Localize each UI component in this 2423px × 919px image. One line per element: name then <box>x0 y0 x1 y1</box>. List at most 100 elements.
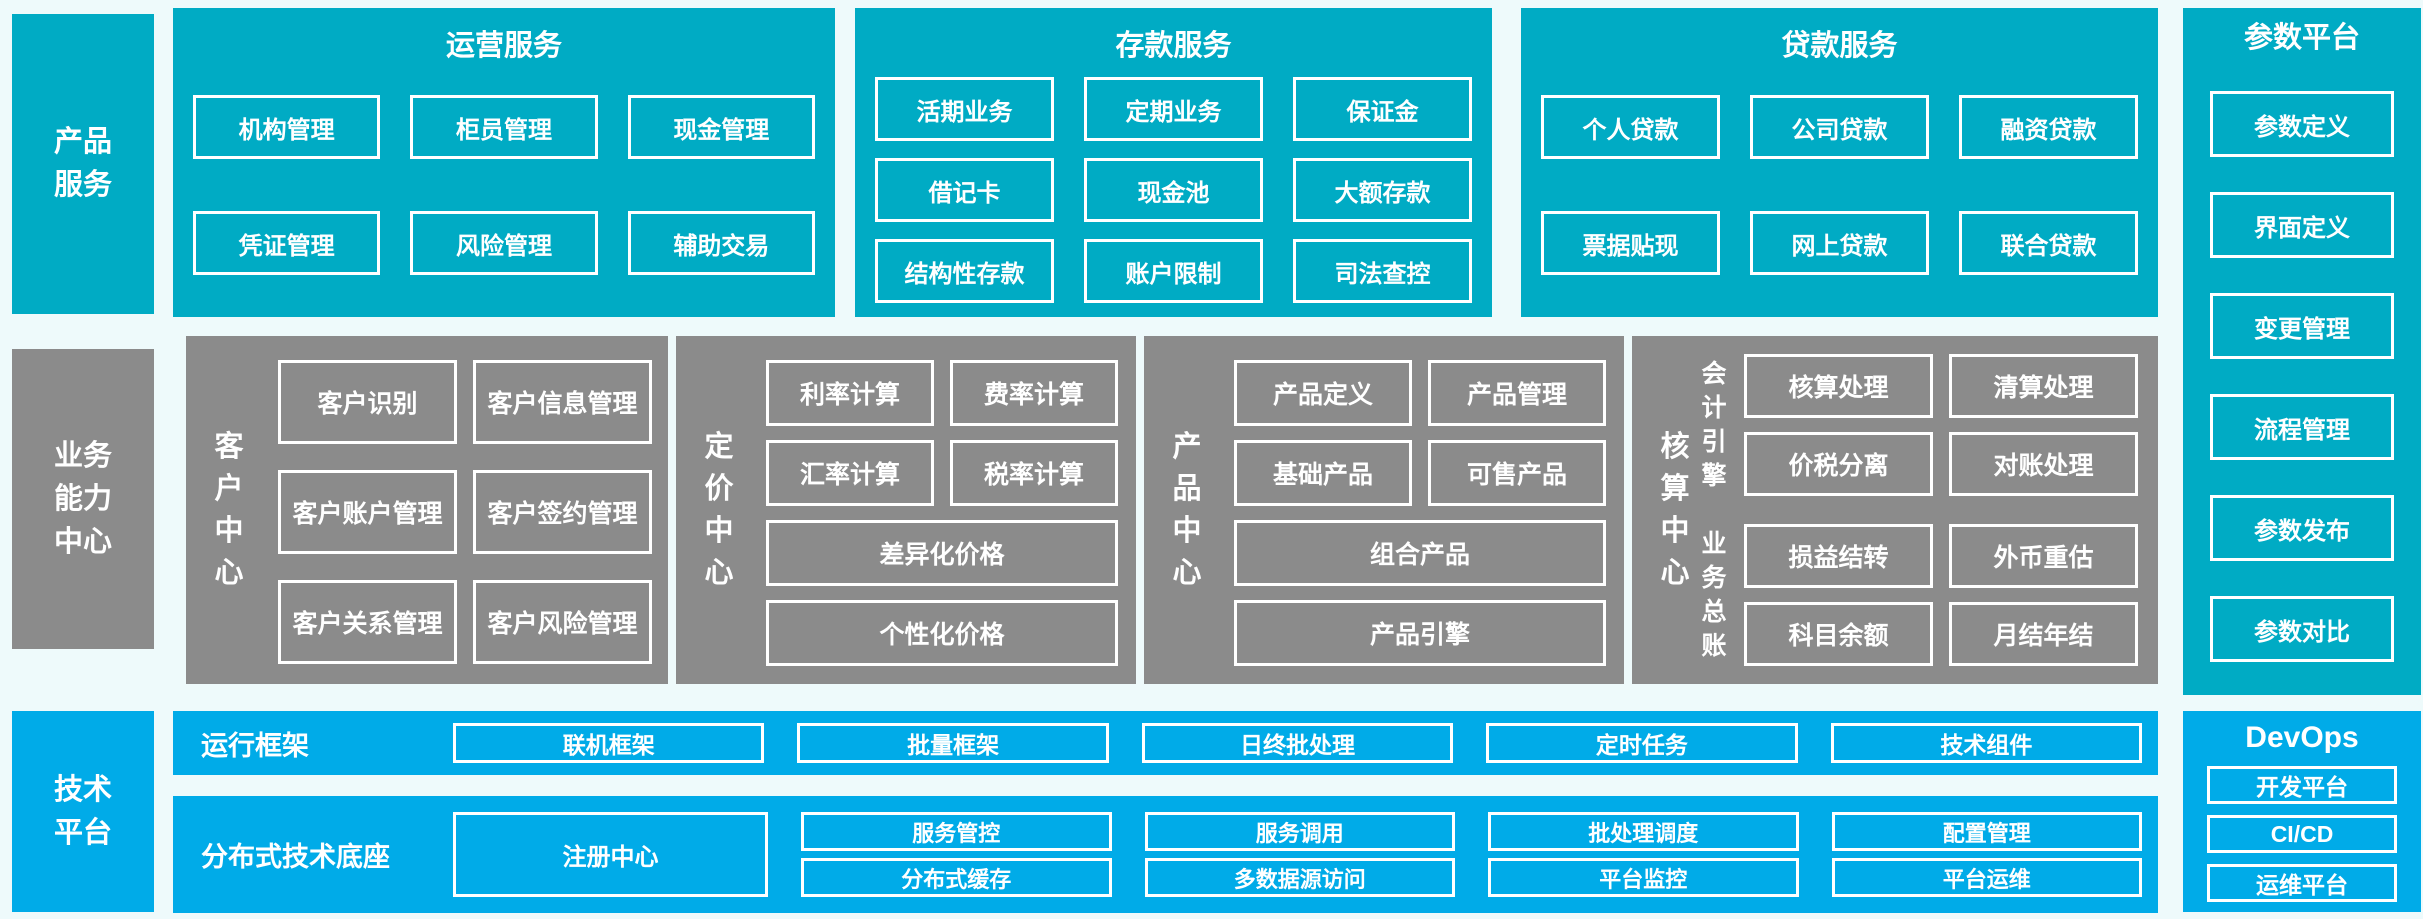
module-box: 差异化价格 <box>766 520 1118 586</box>
module-box: 清算处理 <box>1949 354 2138 418</box>
module-stack: 开发平台 CI/CD 运维平台 <box>2183 766 2421 902</box>
rail-label: 业务能力中心 <box>53 439 112 558</box>
module-box: 流程管理 <box>2210 394 2394 460</box>
accounting-groups: 会计引擎 核算处理 清算处理 价税分离 对账处理 业务总账 损益结转 外币重估 … <box>1700 354 2138 684</box>
module-box: 客户签约管理 <box>473 470 652 554</box>
module-box: 凭证管理 <box>193 211 381 275</box>
module-box: 客户识别 <box>278 360 457 444</box>
module-box: 大额存款 <box>1293 158 1472 222</box>
module-box: 柜员管理 <box>410 95 598 159</box>
module-columns: 服务管控 分布式缓存 服务调用 多数据源访问 批处理调度 平台监控 配置管理 平… <box>801 812 2142 897</box>
band-label: 运行框架 <box>201 730 309 761</box>
module-box: 账户限制 <box>1084 239 1263 303</box>
module-box: 个性化价格 <box>766 600 1118 666</box>
module-box: 税率计算 <box>950 440 1118 506</box>
module-box: 融资贷款 <box>1959 95 2138 159</box>
panel-vertical-label: 客户中心 <box>214 431 244 589</box>
panel-runtime-framework: 运行框架 联机框架 批量框架 日终批处理 定时任务 技术组件 <box>173 711 2158 775</box>
panel-deposit-services: 存款服务 活期业务 定期业务 保证金 借记卡 现金池 大额存款 结构性存款 账户… <box>855 8 1492 317</box>
module-box: 利率计算 <box>766 360 934 426</box>
module-grid: 客户识别 客户信息管理 客户账户管理 客户签约管理 客户关系管理 客户风险管理 <box>278 360 652 684</box>
rail-label: 产品服务 <box>53 126 112 201</box>
module-grid: 机构管理 柜员管理 现金管理 凭证管理 风险管理 辅助交易 <box>173 95 835 275</box>
module-grid: 个人贷款 公司贷款 融资贷款 票据贴现 网上贷款 联合贷款 <box>1521 95 2158 275</box>
panel-accounting-center: 核算中心 会计引擎 核算处理 清算处理 价税分离 对账处理 业务总账 损益结转 … <box>1632 336 2158 684</box>
module-column: 配置管理 平台运维 <box>1831 812 2142 897</box>
module-box: 借记卡 <box>875 158 1054 222</box>
module-box: 汇率计算 <box>766 440 934 506</box>
business-ledger-group: 业务总账 损益结转 外币重估 科目余额 月结年结 <box>1700 524 2138 666</box>
module-box: 损益结转 <box>1744 524 1933 588</box>
module-box: 客户信息管理 <box>473 360 652 444</box>
panel-title: 存款服务 <box>1115 30 1232 62</box>
panel-title: 贷款服务 <box>1781 30 1898 62</box>
panel-title: DevOps <box>2245 721 2359 754</box>
module-box: 对账处理 <box>1949 432 2138 496</box>
module-box: 保证金 <box>1293 77 1472 141</box>
module-box: 开发平台 <box>2207 766 2397 804</box>
module-grid: 核算处理 清算处理 价税分离 对账处理 <box>1744 354 2138 496</box>
module-box: 公司贷款 <box>1750 95 1929 159</box>
module-box: 司法查控 <box>1293 239 1472 303</box>
module-box: 参数定义 <box>2210 91 2394 157</box>
module-box: 平台运维 <box>1831 858 2142 897</box>
module-box: 个人贷款 <box>1541 95 1720 159</box>
module-box: 现金池 <box>1084 158 1263 222</box>
rail-business-capability-center: 业务能力中心 <box>12 349 154 649</box>
module-box: 定期业务 <box>1084 77 1263 141</box>
panel-title: 参数平台 <box>2243 22 2360 54</box>
panel-devops: DevOps 开发平台 CI/CD 运维平台 <box>2183 711 2421 912</box>
module-box: 组合产品 <box>1234 520 1606 586</box>
module-box: 核算处理 <box>1744 354 1933 418</box>
module-box: 批处理调度 <box>1488 812 1799 851</box>
module-box: 服务管控 <box>801 812 1112 851</box>
module-box: 批量框架 <box>797 723 1109 763</box>
panel-vertical-label: 定价中心 <box>704 431 734 589</box>
module-box: 科目余额 <box>1744 602 1933 666</box>
module-box: 变更管理 <box>2210 293 2394 359</box>
module-box: 联合贷款 <box>1959 211 2138 275</box>
rail-product-services: 产品服务 <box>12 14 154 314</box>
panel-vertical-label: 核算中心 <box>1660 431 1690 589</box>
module-box: 基础产品 <box>1234 440 1412 506</box>
module-row: 联机框架 批量框架 日终批处理 定时任务 技术组件 <box>453 723 2143 763</box>
module-grid: 损益结转 外币重估 科目余额 月结年结 <box>1744 524 2138 666</box>
module-box: 费率计算 <box>950 360 1118 426</box>
module-grid: 产品定义 产品管理 基础产品 可售产品 组合产品 产品引擎 <box>1234 360 1606 684</box>
module-box: 运维平台 <box>2207 864 2397 902</box>
module-box: 客户关系管理 <box>278 580 457 664</box>
panel-loan-services: 贷款服务 个人贷款 公司贷款 融资贷款 票据贴现 网上贷款 联合贷款 <box>1521 8 2158 317</box>
module-grid: 活期业务 定期业务 保证金 借记卡 现金池 大额存款 结构性存款 账户限制 司法… <box>855 77 1492 303</box>
rail-label: 技术平台 <box>53 773 112 849</box>
group-vertical-label: 业务总账 <box>1701 530 1727 660</box>
module-box: 现金管理 <box>627 95 815 159</box>
panel-product-center: 产品中心 产品定义 产品管理 基础产品 可售产品 组合产品 产品引擎 <box>1144 336 1624 684</box>
module-box: 月结年结 <box>1949 602 2138 666</box>
group-vertical-label: 会计引擎 <box>1701 360 1727 490</box>
module-box: 网上贷款 <box>1750 211 1929 275</box>
module-box: CI/CD <box>2207 815 2397 853</box>
module-box: 活期业务 <box>875 77 1054 141</box>
module-box: 产品定义 <box>1234 360 1412 426</box>
module-box: 价税分离 <box>1744 432 1933 496</box>
module-column: 服务调用 多数据源访问 <box>1144 812 1455 897</box>
module-box: 日终批处理 <box>1141 723 1454 763</box>
module-column: 批处理调度 平台监控 <box>1488 812 1799 897</box>
module-box: 结构性存款 <box>875 239 1054 303</box>
module-box: 风险管理 <box>410 211 598 275</box>
module-box: 注册中心 <box>453 812 768 897</box>
module-box: 机构管理 <box>193 95 381 159</box>
panel-pricing-center: 定价中心 利率计算 费率计算 汇率计算 税率计算 差异化价格 个性化价格 <box>676 336 1136 684</box>
module-box: 产品管理 <box>1428 360 1606 426</box>
module-box: 客户账户管理 <box>278 470 457 554</box>
panel-customer-center: 客户中心 客户识别 客户信息管理 客户账户管理 客户签约管理 客户关系管理 客户… <box>186 336 668 684</box>
panel-distributed-tech-base: 分布式技术底座 注册中心 服务管控 分布式缓存 服务调用 多数据源访问 批处理调… <box>173 796 2158 913</box>
module-box: 参数对比 <box>2210 596 2394 662</box>
module-box: 外币重估 <box>1949 524 2138 588</box>
accounting-engine-group: 会计引擎 核算处理 清算处理 价税分离 对账处理 <box>1700 354 2138 496</box>
panel-title: 运营服务 <box>445 30 562 62</box>
module-box: 多数据源访问 <box>1144 858 1455 897</box>
rail-tech-platform: 技术平台 <box>12 711 154 912</box>
module-box: 辅助交易 <box>627 211 815 275</box>
module-box: 参数发布 <box>2210 495 2394 561</box>
